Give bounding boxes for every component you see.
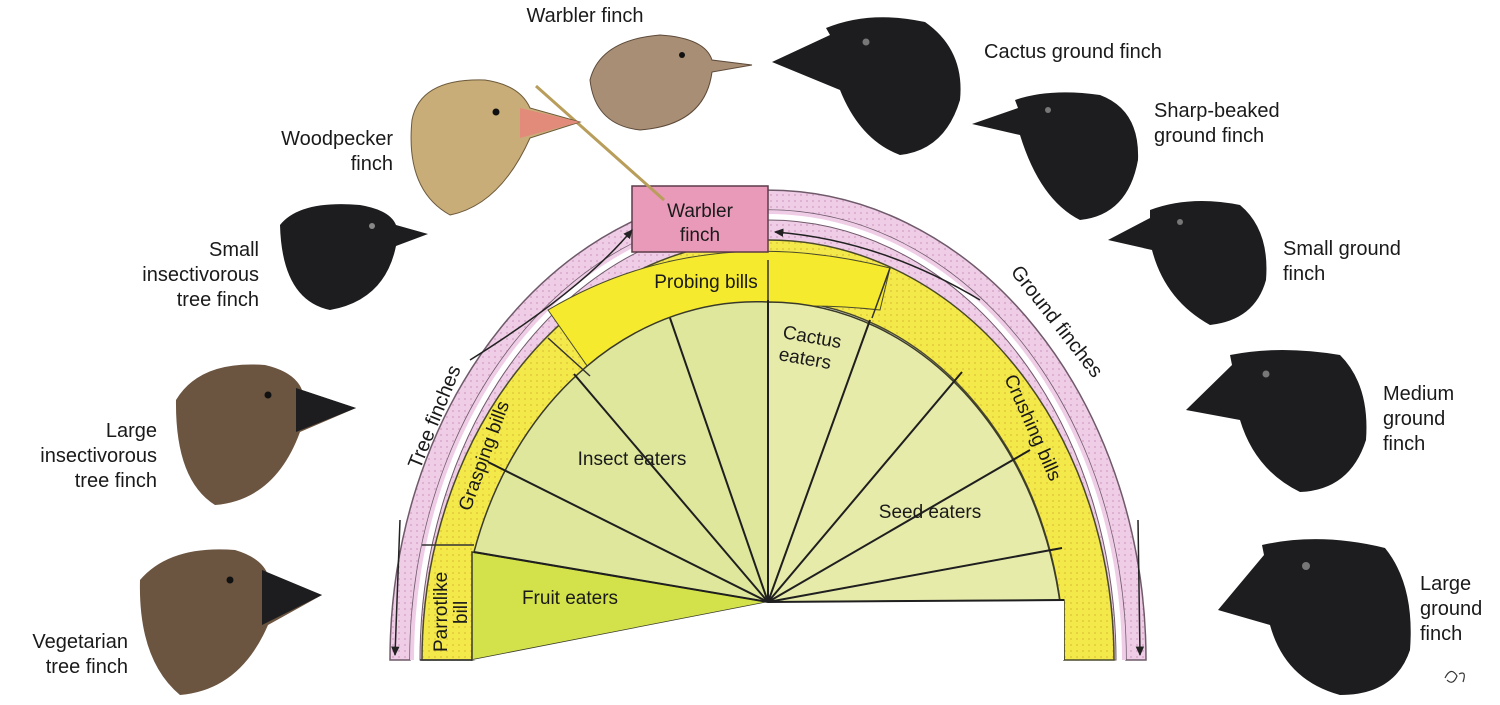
- medium-label-2: ground: [1383, 408, 1445, 430]
- probing-bills-label: Probing bills: [654, 272, 758, 293]
- small-insect-label-3: tree finch: [177, 289, 259, 311]
- wedge-dividers: [473, 300, 1065, 603]
- parrot-bill-line1: Parrotlike: [431, 572, 452, 652]
- large-insectivorous-finch-head: [175, 364, 356, 505]
- bird-labels: Warbler finch Woodpecker finch Small ins…: [32, 5, 1482, 678]
- fruit-eaters-label: Fruit eaters: [522, 588, 618, 609]
- sharp-beaked-finch-head: [972, 92, 1139, 220]
- parrot-bill-line2: bill: [451, 601, 472, 624]
- large-ground-label-3: finch: [1420, 623, 1462, 645]
- medium-label-1: Medium: [1383, 383, 1454, 405]
- fruit-base: [472, 600, 1064, 660]
- medium-label-3: finch: [1383, 433, 1425, 455]
- seed-eaters-label: Seed eaters: [879, 502, 981, 523]
- cactus-spine-twig: [535, 84, 665, 202]
- warbler-finch-head: [589, 34, 753, 131]
- large-insect-label-1: Large: [106, 420, 157, 442]
- tree-finch-arrow: [469, 229, 633, 361]
- warbler-box: [631, 185, 769, 253]
- ground-finch-arrow: [773, 228, 981, 301]
- large-ground-label-2: ground: [1420, 598, 1482, 620]
- large-insect-label-2: insectivorous: [40, 445, 157, 467]
- woodpecker-label-2: finch: [351, 153, 393, 175]
- tree-finch-arrow-down: [391, 519, 401, 657]
- woodpecker-finch-head: [410, 79, 582, 216]
- sharp-label-1: Sharp-beaked: [1154, 100, 1280, 122]
- small-ground-finch-head: [1108, 201, 1267, 325]
- warbler-finch-label: Warbler finch: [526, 5, 643, 27]
- ring-dividers: [420, 260, 891, 661]
- warbler-box-line1: Warbler: [667, 201, 733, 222]
- small-insectivorous-finch-head: [280, 204, 428, 310]
- insect-wedge: [473, 300, 769, 603]
- vegetarian-finch-head: [139, 549, 322, 695]
- vegetarian-label-1: Vegetarian: [32, 631, 128, 653]
- small-insect-label-1: Small: [209, 239, 259, 261]
- sharp-label-2: ground finch: [1154, 125, 1264, 147]
- cactus-ground-label: Cactus ground finch: [984, 41, 1162, 63]
- artist-signature: [1444, 670, 1465, 683]
- small-ground-label-2: finch: [1283, 263, 1325, 285]
- outer-ring: [389, 189, 1147, 661]
- large-ground-label-1: Large: [1420, 573, 1471, 595]
- medium-ground-finch-head: [1186, 350, 1367, 492]
- vegetarian-label-2: tree finch: [46, 656, 128, 678]
- large-ground-finch-head: [1218, 539, 1411, 695]
- woodpecker-label-1: Woodpecker: [281, 128, 393, 150]
- cactus-ground-finch-head: [772, 17, 961, 156]
- small-ground-label-1: Small ground: [1283, 238, 1401, 260]
- ground-finch-arrow-down: [1135, 519, 1145, 657]
- small-insect-label-2: insectivorous: [142, 264, 259, 286]
- warbler-box-line2: finch: [680, 225, 720, 246]
- large-insect-label-3: tree finch: [75, 470, 157, 492]
- insect-eaters-label: Insect eaters: [578, 449, 687, 470]
